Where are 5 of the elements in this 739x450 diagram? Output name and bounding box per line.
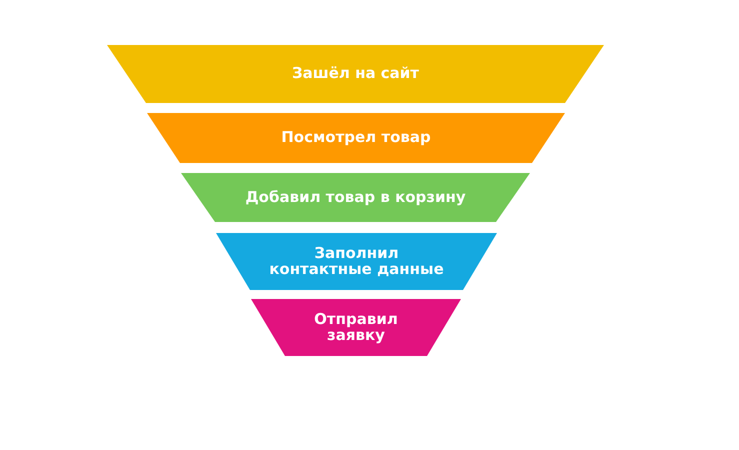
stage-label: Зашёл на сайт	[292, 66, 420, 82]
stage-label: Отправил заявку	[313, 312, 399, 344]
stage-label: Добавил товар в корзину	[245, 190, 466, 206]
stage-label: Посмотрел товар	[281, 130, 431, 146]
stage-label: Заполнил контактные данные	[268, 246, 445, 278]
